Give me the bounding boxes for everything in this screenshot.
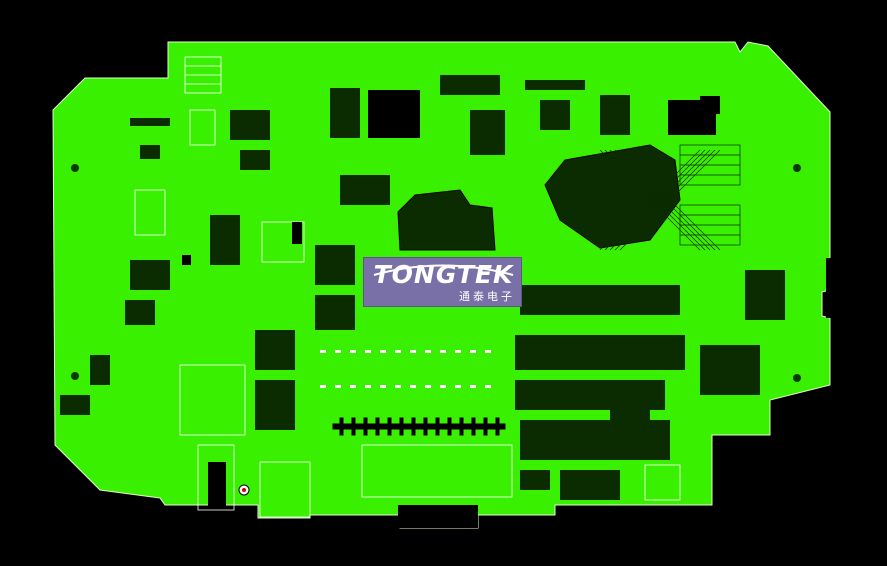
logo-subtitle: 通泰电子 [459, 290, 515, 303]
logo-brand: TONGTEK [373, 260, 514, 289]
tongtek-logo: TONGTEK 通泰电子 [363, 257, 522, 307]
connector-icon [134, 56, 681, 518]
mounting-hole-icon [71, 164, 801, 496]
trace-fanout [599, 144, 741, 251]
logo-swoosh-icon [373, 264, 514, 276]
component-rows [320, 350, 491, 388]
bga-region [397, 144, 681, 251]
small-components [60, 75, 785, 500]
header-pin-strip [332, 417, 506, 436]
